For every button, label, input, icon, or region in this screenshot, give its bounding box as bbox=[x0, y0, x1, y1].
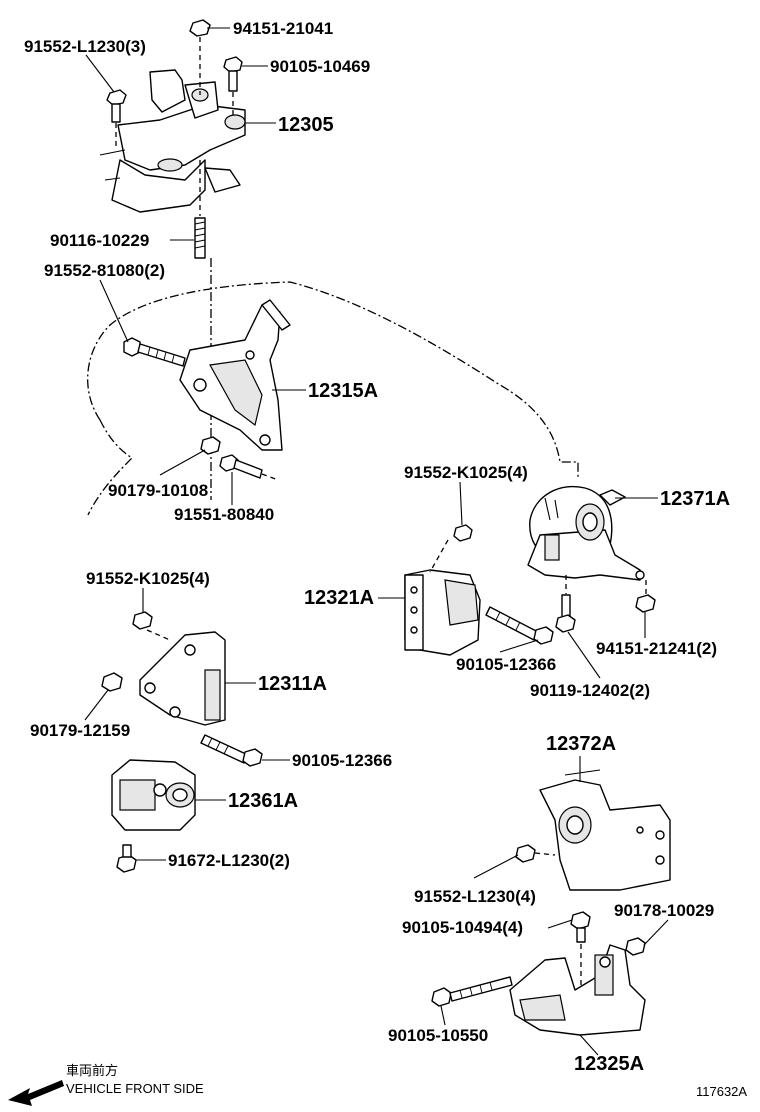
nut-90179-12159[interactable] bbox=[101, 672, 123, 692]
part-12321A[interactable] bbox=[404, 569, 481, 656]
label-12361A: 12361A bbox=[228, 790, 298, 812]
part-12325A[interactable] bbox=[509, 944, 646, 1036]
label-90179-12159: 90179-12159 bbox=[30, 721, 130, 740]
label-90105-10550: 90105-10550 bbox=[388, 1026, 488, 1045]
nut-94151-21041[interactable] bbox=[189, 19, 211, 95]
label-90105-12366-b: 90105-12366 bbox=[292, 751, 392, 770]
label-90179-10108: 90179-10108 bbox=[108, 481, 208, 500]
label-91552-L1230-4: 91552-L1230(4) bbox=[414, 887, 536, 906]
label-90119-12402-2: 90119-12402(2) bbox=[530, 681, 650, 700]
bolt-90105-10469[interactable] bbox=[223, 56, 243, 115]
bolt-91552-K1025-lower[interactable] bbox=[132, 611, 171, 641]
bolt-90105-10494[interactable] bbox=[570, 911, 591, 985]
label-12311A: 12311A bbox=[258, 673, 327, 695]
nut-94151-21241[interactable] bbox=[635, 580, 656, 613]
label-90178-10029: 90178-10029 bbox=[614, 901, 714, 920]
bolt-91552-L1230-4[interactable] bbox=[515, 844, 556, 863]
label-12315A: 12315A bbox=[308, 380, 378, 402]
nut-90178-10029[interactable] bbox=[625, 937, 646, 956]
bolt-90105-12366-upper[interactable] bbox=[485, 606, 554, 645]
label-90105-10469: 90105-10469 bbox=[270, 57, 370, 76]
label-91552-K1025-4-a: 91552-K1025(4) bbox=[404, 463, 528, 482]
nut-90179-10108[interactable] bbox=[200, 436, 221, 455]
direction-label-jp: 車両前方 bbox=[66, 1063, 118, 1078]
front-direction-arrow bbox=[8, 1080, 64, 1106]
part-12371A[interactable] bbox=[527, 485, 645, 581]
direction-label-en: VEHICLE FRONT SIDE bbox=[66, 1081, 204, 1096]
label-12321A: 12321A bbox=[304, 587, 374, 609]
part-12311A[interactable] bbox=[139, 631, 226, 726]
part-12305[interactable] bbox=[99, 69, 246, 213]
part-12361A[interactable] bbox=[111, 759, 196, 831]
label-91552-L1230-3: 91552-L1230(3) bbox=[24, 37, 146, 56]
label-90105-12366-a: 90105-12366 bbox=[456, 655, 556, 674]
bolt-90105-10550[interactable] bbox=[431, 976, 513, 1007]
bolt-90105-12366-lower[interactable] bbox=[200, 734, 263, 767]
label-91552-81080-2: 91552-81080(2) bbox=[44, 261, 165, 280]
label-91551-80840: 91551-80840 bbox=[174, 505, 274, 524]
bolt-91552-L1230[interactable] bbox=[106, 89, 127, 150]
bolt-91551-80840[interactable] bbox=[219, 454, 279, 481]
leader-lines bbox=[84, 27, 669, 1056]
label-90105-10494-4: 90105-10494(4) bbox=[402, 918, 523, 937]
bolt-90119-12402[interactable] bbox=[555, 575, 576, 633]
label-12305: 12305 bbox=[278, 114, 334, 136]
part-12315A[interactable] bbox=[179, 299, 291, 451]
bolt-91672-L1230[interactable] bbox=[116, 844, 137, 873]
bolt-91552-81080[interactable] bbox=[123, 337, 186, 367]
engine-outline bbox=[87, 281, 579, 516]
label-94151-21241-2: 94151-21241(2) bbox=[596, 639, 717, 658]
label-91552-K1025-4-b: 91552-K1025(4) bbox=[86, 569, 210, 588]
part-12372A[interactable] bbox=[539, 769, 671, 891]
label-12372A: 12372A bbox=[546, 733, 616, 755]
diagram-id: 117632A bbox=[696, 1084, 747, 1099]
label-91672-L1230-2: 91672-L1230(2) bbox=[168, 851, 290, 870]
label-90116-10229: 90116-10229 bbox=[50, 231, 149, 250]
label-12371A: 12371A bbox=[660, 488, 730, 510]
label-12325A: 12325A bbox=[574, 1053, 644, 1075]
bolt-91552-K1025-upper[interactable] bbox=[429, 524, 473, 573]
label-94151-21041: 94151-21041 bbox=[233, 19, 333, 38]
